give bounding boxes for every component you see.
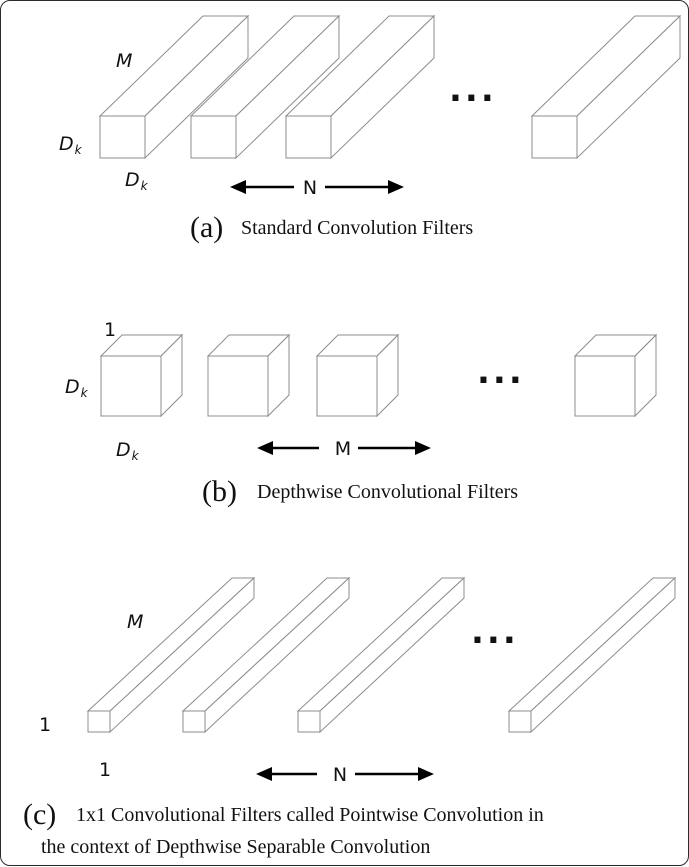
count-arrow [256, 767, 434, 781]
filter-cube [315, 333, 400, 418]
panel-a: M Dk Dk ... N (a) Standard Convolution F… [59, 14, 682, 244]
count-arrow [230, 180, 404, 194]
height-label: Dk [65, 376, 89, 400]
filter-rod [296, 576, 466, 734]
panel-c: M 1 1 ... N (c) 1x1 Convolutional Filter… [23, 576, 677, 858]
caption-tag: (c) [23, 798, 56, 831]
caption-text-line-2: the context of Depthwise Separable Convo… [41, 836, 430, 858]
filter-rod [181, 576, 351, 734]
filter-box [530, 14, 682, 160]
filter-box [189, 14, 341, 160]
ellipsis: ... [477, 352, 525, 392]
filter-rod [86, 576, 256, 734]
depth-label: 1 [104, 319, 116, 341]
panel-b: 1 Dk Dk ... M (b) Depthwise Convolutiona… [65, 319, 658, 508]
filter-cube [99, 333, 184, 418]
width-label: 1 [99, 759, 111, 781]
count-arrow [257, 441, 431, 455]
caption-tag: (a) [190, 211, 223, 244]
ellipsis: ... [449, 70, 497, 110]
caption-tag: (b) [202, 475, 237, 508]
ellipsis: ... [471, 612, 519, 652]
caption-text: Standard Convolution Filters [241, 217, 473, 239]
count-label: N [303, 177, 317, 199]
filter-rod [507, 576, 677, 734]
width-label: Dk [125, 169, 149, 193]
caption-text-line-1: 1x1 Convolutional Filters called Pointwi… [76, 804, 544, 826]
depth-label: M [116, 50, 132, 72]
height-label: Dk [59, 133, 83, 157]
width-label: Dk [116, 439, 140, 463]
filter-cube [206, 333, 291, 418]
height-label: 1 [39, 714, 51, 736]
depth-label: M [127, 611, 143, 633]
filter-box [98, 14, 250, 160]
count-label: M [335, 438, 351, 460]
count-label: N [333, 764, 347, 786]
filter-cube [573, 333, 658, 418]
caption-text: Depthwise Convolutional Filters [257, 481, 518, 503]
filter-box [284, 14, 436, 160]
